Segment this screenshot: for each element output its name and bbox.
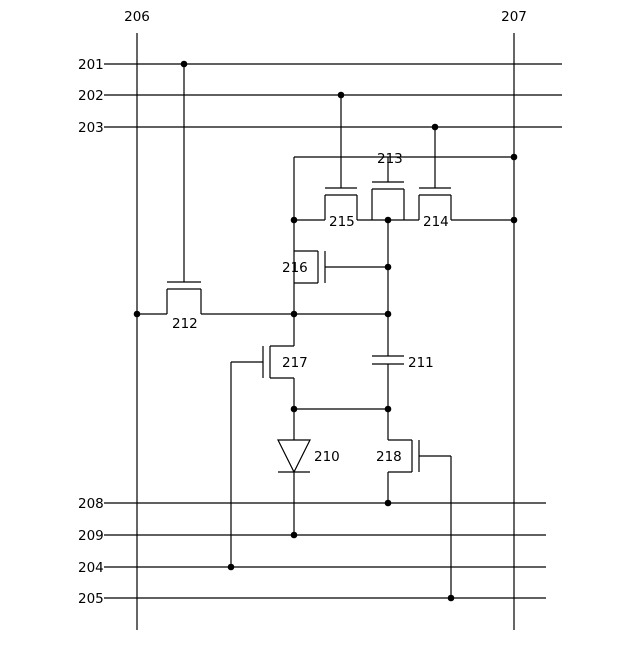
junction-dot xyxy=(228,564,235,571)
junction-dot xyxy=(432,124,439,131)
transistor-216 xyxy=(294,251,388,283)
label-218: 218 xyxy=(376,449,402,465)
label-204: 204 xyxy=(78,560,104,576)
label-208: 208 xyxy=(78,496,104,512)
label-212: 212 xyxy=(172,316,198,332)
junction-dot xyxy=(291,311,298,318)
junction-dot xyxy=(385,264,392,271)
junction-dot xyxy=(385,311,392,318)
label-209: 209 xyxy=(78,528,104,544)
junction-dot xyxy=(291,532,298,539)
label-215: 215 xyxy=(329,214,355,230)
label-211: 211 xyxy=(408,355,434,371)
junction-dot xyxy=(134,311,141,318)
label-217: 217 xyxy=(282,355,308,371)
transistor-212 xyxy=(137,64,388,314)
label-205: 205 xyxy=(78,591,104,607)
junction-dot xyxy=(338,92,345,99)
junction-dot xyxy=(291,406,298,413)
junction-dot xyxy=(291,217,298,224)
label-207: 207 xyxy=(501,9,527,25)
label-213: 213 xyxy=(377,151,403,167)
capacitor-211 xyxy=(372,356,404,409)
junction-dot xyxy=(385,406,392,413)
label-206: 206 xyxy=(124,9,150,25)
transistor-214 xyxy=(388,127,514,220)
label-202: 202 xyxy=(78,88,104,104)
label-210: 210 xyxy=(314,449,340,465)
label-214: 214 xyxy=(423,214,449,230)
junction-dot xyxy=(181,61,188,68)
diode-210 xyxy=(278,409,310,535)
junction-dot xyxy=(511,154,518,161)
label-203: 203 xyxy=(78,120,104,136)
label-216: 216 xyxy=(282,260,308,276)
junction-dot xyxy=(511,217,518,224)
junction-dot xyxy=(448,595,455,602)
junction-dot xyxy=(385,500,392,507)
label-201: 201 xyxy=(78,57,104,73)
junction-dot xyxy=(385,217,392,224)
